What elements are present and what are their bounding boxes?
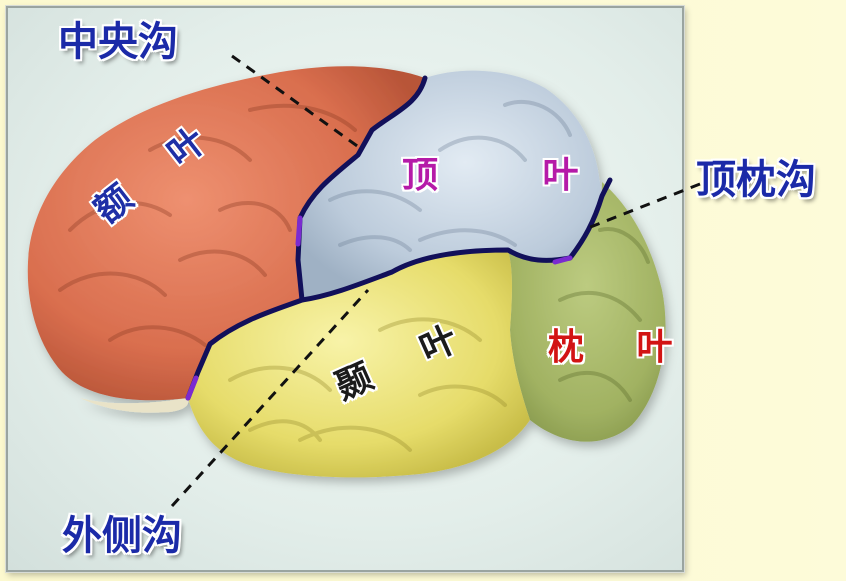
occipital-lobe-label: 枕 叶 — [548, 327, 693, 368]
occipital-lobe-region — [508, 182, 666, 442]
central-sulcus-pointer — [231, 54, 361, 150]
parieto-occipital-sulcus-label: 顶枕沟 — [696, 157, 816, 203]
frontal-lobe-region — [27, 66, 426, 401]
pointer-lines — [170, 54, 701, 508]
lateral-sulcus-pointer — [170, 288, 370, 508]
lateral-sulcus-line — [185, 247, 573, 401]
temporal-lobe-region — [188, 250, 530, 478]
central-sulcus-line — [295, 75, 428, 303]
central-sulcus-label: 中央沟 — [58, 19, 178, 65]
parietal-lobe-region — [298, 70, 602, 300]
gyri-texture — [58, 99, 650, 452]
brainstem-region — [80, 398, 189, 413]
lateral-sulcus-label: 外侧沟 — [62, 513, 182, 559]
sulcus-end-accent — [185, 215, 573, 401]
parietal-lobe-label: 顶 叶 — [402, 155, 625, 196]
parieto-occipital-pointer — [587, 182, 701, 230]
